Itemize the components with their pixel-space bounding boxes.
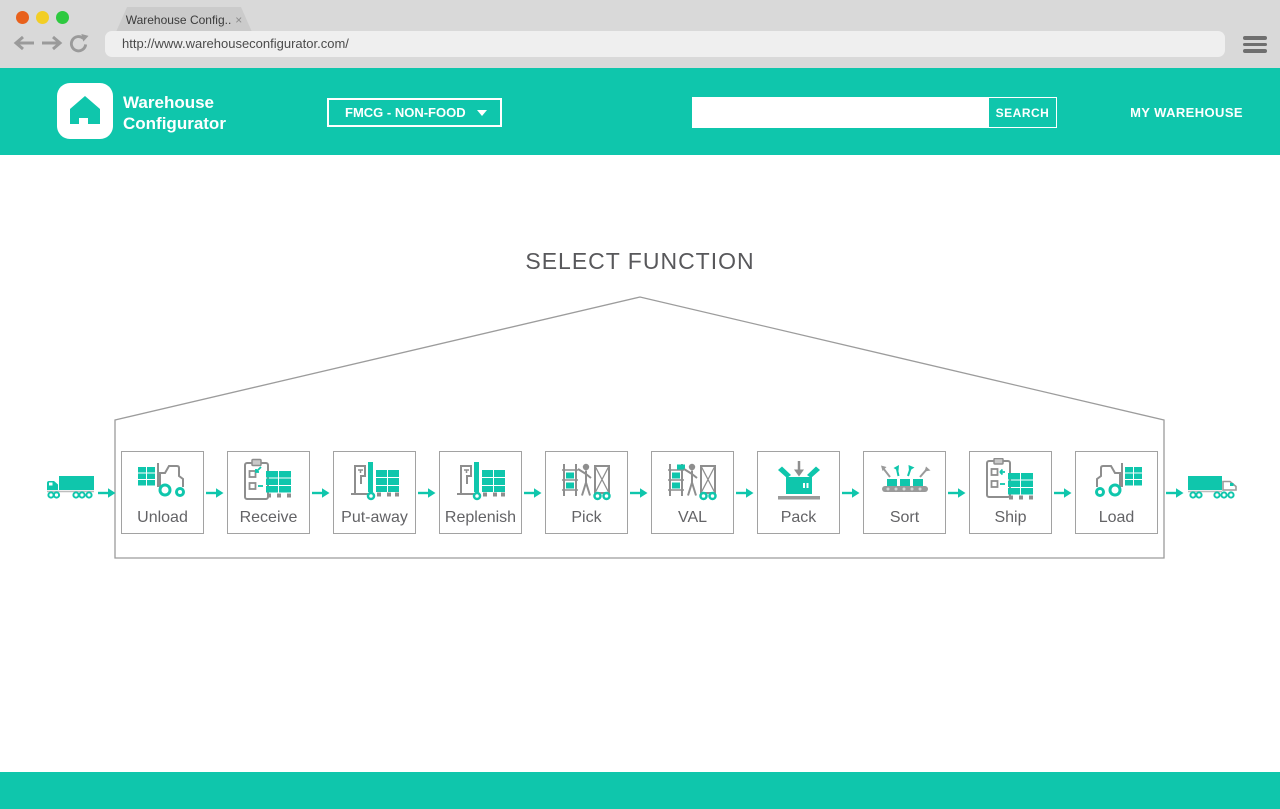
menu-icon[interactable]	[1243, 36, 1267, 53]
logo[interactable]	[57, 83, 113, 139]
page-title: SELECT FUNCTION	[525, 248, 755, 274]
function-label: Sort	[889, 509, 920, 526]
reach-truck-icon	[347, 458, 403, 504]
function-label: Ship	[994, 509, 1027, 526]
category-dropdown[interactable]: FMCG - NON-FOOD	[327, 98, 502, 127]
window-close-icon[interactable]	[16, 11, 29, 24]
flow-arrow-icon	[948, 486, 966, 498]
chevron-down-icon	[477, 110, 487, 116]
flow-arrow-icon	[98, 486, 116, 498]
flow-arrow-icon	[1166, 486, 1184, 498]
function-label: Unload	[137, 509, 188, 526]
flow-arrow-icon	[418, 486, 436, 498]
function-box-pack[interactable]: Pack	[757, 451, 840, 534]
function-box-sort[interactable]: Sort	[863, 451, 946, 534]
forward-button[interactable]	[40, 35, 64, 53]
function-label: Receive	[239, 509, 298, 526]
function-label: Load	[1098, 509, 1135, 526]
forklift-unload-icon	[135, 458, 191, 504]
my-warehouse-link[interactable]: MY WAREHOUSE	[1130, 105, 1243, 120]
outbound-truck-icon	[1186, 474, 1238, 505]
browser-tab[interactable]: Warehouse Config..×	[116, 7, 252, 32]
forklift-load-icon	[1089, 458, 1145, 504]
back-button[interactable]	[12, 35, 36, 53]
worker-cart-icon	[665, 458, 721, 504]
window-maximize-icon[interactable]	[56, 11, 69, 24]
function-label: Put-away	[341, 509, 408, 526]
conveyor-sort-icon	[877, 458, 933, 504]
clipboard-ship-icon	[983, 457, 1039, 504]
function-box-receive[interactable]: Receive	[227, 451, 310, 534]
function-label: Pick	[571, 509, 602, 526]
function-box-replenish[interactable]: Replenish	[439, 451, 522, 534]
flow-arrow-icon	[1054, 486, 1072, 498]
window-minimize-icon[interactable]	[36, 11, 49, 24]
flow-arrow-icon	[736, 486, 754, 498]
function-box-ship[interactable]: Ship	[969, 451, 1052, 534]
flow-arrow-icon	[524, 486, 542, 498]
footer-bar	[0, 772, 1280, 809]
warehouse-house-icon	[70, 96, 100, 124]
function-label: VAL	[677, 509, 708, 526]
browser-chrome: Warehouse Config..× http://www.warehouse…	[0, 0, 1280, 68]
brand-title: Warehouse Configurator	[123, 93, 226, 133]
clipboard-receive-icon	[241, 458, 297, 504]
search-input[interactable]	[692, 97, 988, 128]
url-bar[interactable]: http://www.warehouseconfigurator.com/	[105, 31, 1225, 57]
tab-close-icon[interactable]: ×	[235, 12, 243, 27]
function-box-put-away[interactable]: Put-away	[333, 451, 416, 534]
function-label: Replenish	[444, 509, 517, 526]
picker-cart-icon	[559, 458, 615, 504]
flow-arrow-icon	[842, 486, 860, 498]
reach-truck-icon	[453, 458, 509, 504]
flow-arrow-icon	[630, 486, 648, 498]
tab-title: Warehouse Config..	[125, 12, 232, 27]
flow-arrow-icon	[206, 486, 224, 498]
app-header: Warehouse Configurator FMCG - NON-FOOD S…	[0, 68, 1280, 155]
inbound-truck-icon	[46, 474, 96, 505]
function-label: Pack	[780, 509, 817, 526]
flow-arrow-icon	[312, 486, 330, 498]
function-box-val[interactable]: VAL	[651, 451, 734, 534]
function-box-unload[interactable]: Unload	[121, 451, 204, 534]
function-box-pick[interactable]: Pick	[545, 451, 628, 534]
function-box-load[interactable]: Load	[1075, 451, 1158, 534]
pack-box-icon	[771, 458, 827, 504]
category-dropdown-value: FMCG - NON-FOOD	[345, 105, 466, 120]
search-button[interactable]: SEARCH	[988, 97, 1057, 128]
reload-button[interactable]	[68, 33, 92, 53]
